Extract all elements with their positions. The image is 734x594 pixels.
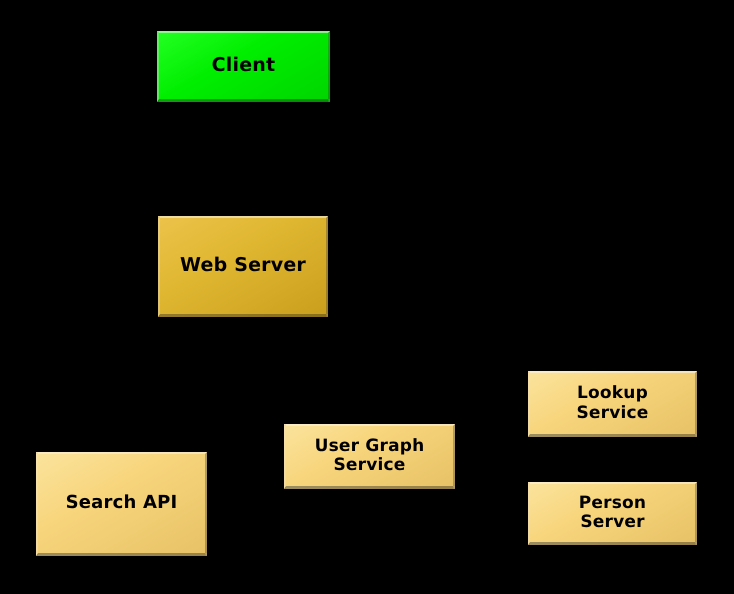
edge-user-graph-person-server — [454, 469, 529, 506]
node-search-api[interactable]: Search API — [36, 452, 207, 556]
node-user-graph-service[interactable]: User Graph Service — [284, 424, 455, 489]
node-person-server[interactable]: Person Server — [528, 482, 697, 545]
node-person-server-label: Person Server — [578, 492, 647, 532]
node-lookup-service-label: Lookup Service — [576, 383, 649, 423]
edge-web-server-lookup-service — [327, 289, 529, 399]
edge-web-server-user-graph-service — [289, 316, 370, 425]
node-client[interactable]: Client — [157, 31, 330, 102]
node-client-label: Client — [211, 54, 276, 77]
node-web-server-label: Web Server — [180, 254, 306, 277]
edge-web-server-search-api — [121, 316, 201, 453]
node-user-graph-service-label: User Graph Service — [314, 435, 425, 475]
node-search-api-label: Search API — [65, 492, 178, 514]
node-web-server[interactable]: Web Server — [158, 216, 328, 317]
node-lookup-service[interactable]: Lookup Service — [528, 371, 697, 437]
